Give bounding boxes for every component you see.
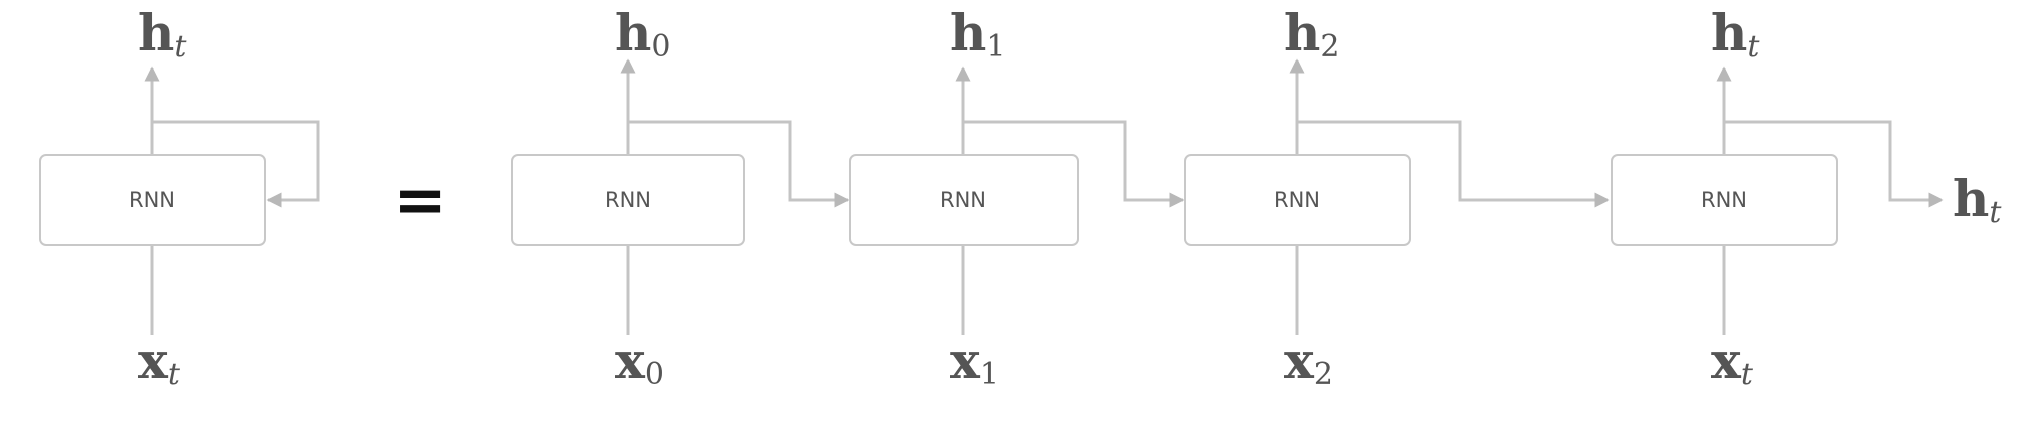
cell-0-input-label: x0 (615, 331, 664, 392)
rolled-rnn-label: RNN (129, 188, 175, 212)
rnn-cell-t: RNN ht xt (1611, 3, 1838, 392)
rolled-input-label: xt (138, 331, 181, 392)
cell-t-output-label: ht (1711, 3, 1760, 64)
cell-t-box (1611, 154, 1838, 246)
rnn-cell-2: RNN h2 x2 (1184, 3, 1411, 392)
rolled-output-label: ht (138, 3, 187, 64)
final-output-label: ht (1953, 169, 2002, 230)
cell-0-output-label: h0 (615, 3, 670, 64)
cell-0-box (511, 154, 745, 246)
cell-1-input-label: x1 (950, 331, 999, 392)
hidden-connector-1-2 (963, 120, 1185, 208)
cell-1-label: RNN (940, 188, 986, 212)
hidden-connector-0-1 (628, 120, 850, 208)
equals-sign: = (393, 164, 447, 238)
cell-t-label: RNN (1701, 188, 1747, 212)
rolled-rnn: RNN ht xt (39, 3, 320, 392)
unrolled-rnn-chain: RNN h0 x0 RNN h1 x1 RNN (511, 3, 2002, 392)
cell-2-label: RNN (1274, 188, 1320, 212)
cell-0-label: RNN (605, 188, 651, 212)
rnn-cell-1: RNN h1 x1 (849, 3, 1079, 392)
hidden-connector-t-out (1724, 120, 1944, 208)
hidden-connector-2-t (1297, 120, 1610, 208)
rolled-rnn-box (39, 154, 266, 246)
cell-1-output-label: h1 (950, 3, 1005, 64)
cell-1-box (849, 154, 1079, 246)
cell-2-box (1184, 154, 1411, 246)
rnn-cell-0: RNN h0 x0 (511, 3, 745, 392)
cell-2-output-label: h2 (1284, 3, 1339, 64)
rolled-recurrent-loop (152, 120, 320, 208)
cell-t-input-label: xt (1711, 331, 1754, 392)
cell-2-input-label: x2 (1284, 331, 1333, 392)
